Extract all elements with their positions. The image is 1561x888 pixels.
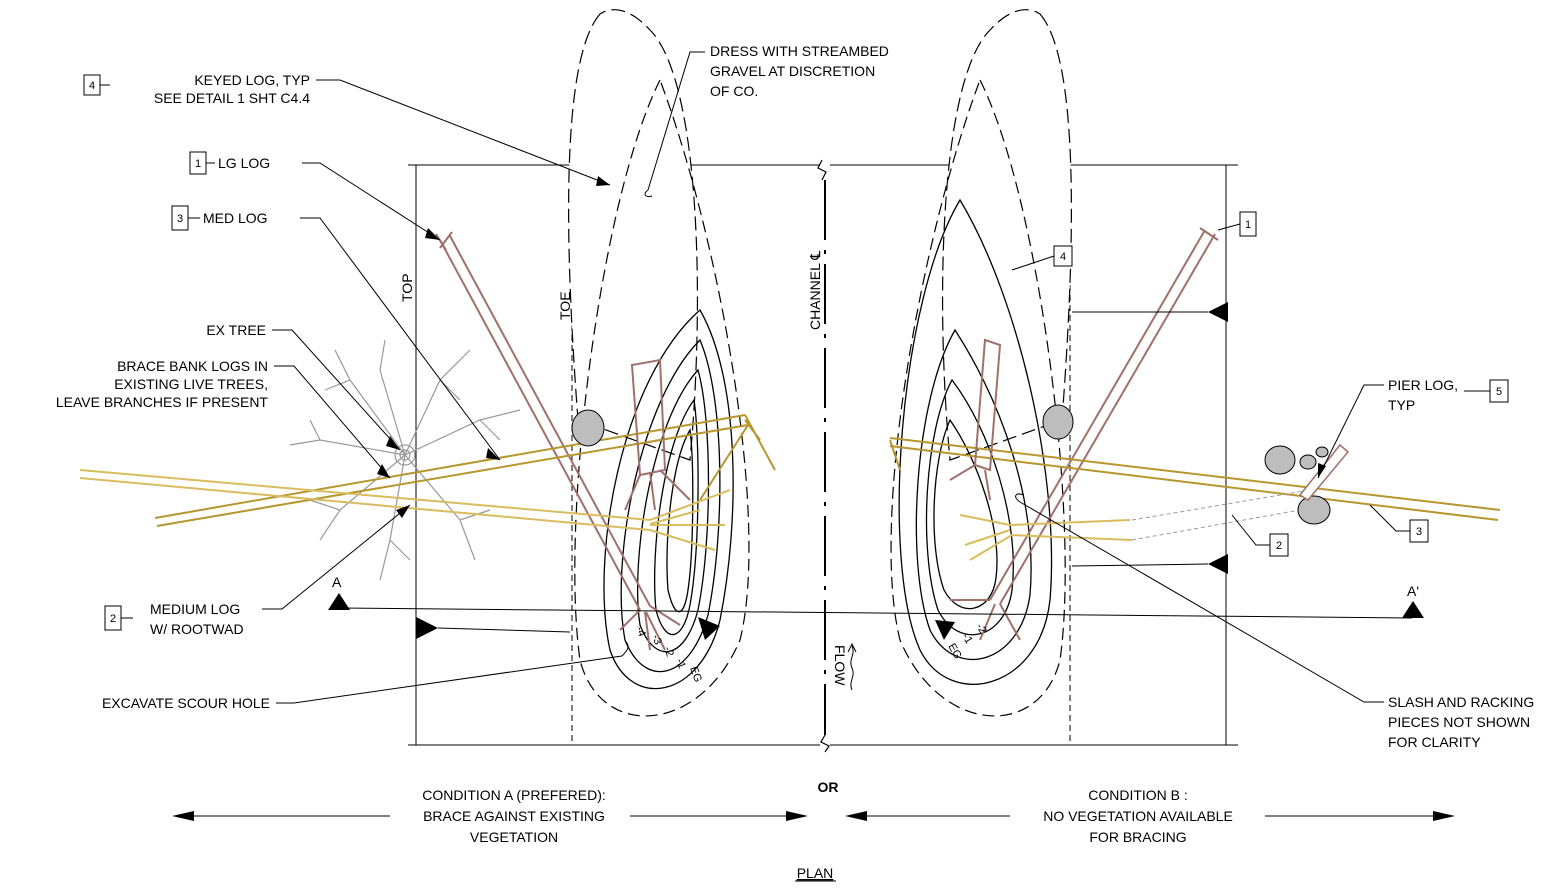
- svg-text:3: 3: [177, 213, 183, 225]
- svg-text:1: 1: [1245, 219, 1251, 231]
- svg-text:VEGETATION: VEGETATION: [470, 829, 558, 845]
- svg-text:W/ ROOTWAD: W/ ROOTWAD: [150, 621, 244, 637]
- callout-ex-tree: EX TREE: [206, 322, 401, 451]
- callout-med-log: 3 MED LOG: [171, 205, 501, 461]
- boulder-left: [571, 409, 605, 447]
- callout-dress: DRESS WITH STREAMBED GRAVEL AT DISCRETIO…: [644, 43, 889, 197]
- tag-right-1: 1: [1217, 211, 1257, 237]
- keyed-log-right: [949, 338, 1002, 501]
- contour-labels-left: -4 -3 -2 -1 EG: [633, 625, 704, 684]
- medium-log-left: [154, 414, 776, 527]
- svg-text:FLOW: FLOW: [832, 645, 848, 686]
- svg-text:4: 4: [1060, 251, 1066, 263]
- callout-brace: BRACE BANK LOGS IN EXISTING LIVE TREES, …: [56, 358, 391, 479]
- gravel-dressing-left: [568, 9, 699, 461]
- keyed-log-left: [624, 358, 691, 511]
- svg-text:2: 2: [1276, 540, 1282, 552]
- rootwad-log-left: [79, 469, 731, 551]
- svg-text:2: 2: [110, 613, 116, 625]
- svg-text:BRACE BANK LOGS IN: BRACE BANK LOGS IN: [117, 358, 268, 374]
- callout-pier-log: PIER LOG, TYP 5: [1317, 377, 1509, 479]
- large-log-right: [950, 227, 1219, 641]
- svg-text:NO VEGETATION AVAILABLE: NO VEGETATION AVAILABLE: [1043, 808, 1233, 824]
- channel-centerline: [817, 159, 830, 753]
- contour-labels-right: EG -1 -2: [945, 622, 988, 662]
- scour-contours-right: [890, 78, 1066, 717]
- tag-right-4: 4: [1011, 245, 1073, 271]
- svg-text:SLASH AND RACKING: SLASH AND RACKING: [1388, 694, 1534, 710]
- svg-text:-2: -2: [661, 645, 676, 658]
- toe-label: TOE: [557, 291, 573, 320]
- callout-lg-log: 1 LG LOG: [189, 151, 441, 241]
- medium-log-right: [889, 437, 1501, 521]
- svg-text:FOR CLARITY: FOR CLARITY: [1388, 734, 1481, 750]
- svg-text:EX TREE: EX TREE: [206, 322, 266, 338]
- svg-text:MEDIUM LOG: MEDIUM LOG: [150, 601, 240, 617]
- tag-right-3: 3: [1369, 504, 1429, 543]
- or-label: OR: [818, 779, 839, 795]
- large-log-left: [435, 231, 681, 651]
- svg-text:3: 3: [1416, 526, 1422, 538]
- flow-indicator: FLOW: [832, 642, 857, 691]
- section-a-label: A: [332, 574, 342, 590]
- callout-slash: SLASH AND RACKING PIECES NOT SHOWN FOR C…: [1015, 493, 1534, 750]
- svg-text:-4: -4: [633, 625, 648, 638]
- svg-text:MED LOG: MED LOG: [203, 210, 268, 226]
- svg-text:-1: -1: [673, 657, 688, 670]
- callout-medium-log: 2 MEDIUM LOG W/ ROOTWAD: [104, 504, 411, 637]
- log-end-markers: [416, 302, 1228, 640]
- svg-text:KEYED LOG, TYP: KEYED LOG, TYP: [194, 72, 310, 88]
- svg-text:SEE DETAIL 1 SHT C4.4: SEE DETAIL 1 SHT C4.4: [154, 90, 310, 106]
- svg-text:FOR BRACING: FOR BRACING: [1089, 829, 1186, 845]
- svg-text:OF CO.: OF CO.: [710, 83, 758, 99]
- callout-keyed-log: 4 KEYED LOG, TYP SEE DETAIL 1 SHT C4.4: [83, 72, 611, 186]
- svg-text:-1: -1: [959, 632, 974, 646]
- svg-text:CONDITION A (PREFERED):: CONDITION A (PREFERED):: [422, 787, 606, 803]
- svg-text:-3: -3: [649, 633, 664, 646]
- callout-scour-hole: EXCAVATE SCOUR HOLE: [102, 641, 629, 711]
- svg-text:EXISTING LIVE TREES,: EXISTING LIVE TREES,: [114, 376, 268, 392]
- svg-text:TYP: TYP: [1388, 397, 1415, 413]
- svg-text:5: 5: [1496, 386, 1502, 398]
- svg-text:EG: EG: [687, 665, 704, 684]
- svg-text:GRAVEL AT DISCRETION: GRAVEL AT DISCRETION: [710, 63, 875, 79]
- section-a-prime-label: A': [1407, 583, 1419, 599]
- tag-right-2: 2: [1231, 514, 1289, 557]
- section-line: A A': [328, 574, 1424, 619]
- existing-tree: [289, 339, 521, 581]
- condition-a: CONDITION A (PREFERED): BRACE AGAINST EX…: [172, 787, 808, 845]
- top-label: TOP: [399, 273, 415, 302]
- pier-log-cluster: [1264, 443, 1350, 525]
- view-title: PLAN: [797, 865, 834, 881]
- bank-lines: [408, 164, 1238, 746]
- svg-text:PIER LOG,: PIER LOG,: [1388, 377, 1458, 393]
- svg-text:BRACE AGAINST EXISTING: BRACE AGAINST EXISTING: [423, 808, 605, 824]
- rootwad-log-right: [959, 514, 1133, 561]
- svg-text:LG LOG: LG LOG: [218, 155, 270, 171]
- boulder-right: [1042, 404, 1074, 440]
- svg-text:4: 4: [89, 80, 95, 92]
- channel-label: CHANNEL ℄: [807, 251, 823, 330]
- svg-text:PIECES NOT SHOWN: PIECES NOT SHOWN: [1388, 714, 1530, 730]
- svg-text:1: 1: [195, 158, 201, 170]
- svg-text:LEAVE BRANCHES IF PRESENT: LEAVE BRANCHES IF PRESENT: [56, 394, 269, 410]
- svg-text:DRESS WITH STREAMBED: DRESS WITH STREAMBED: [710, 43, 889, 59]
- condition-b: CONDITION B : NO VEGETATION AVAILABLE FO…: [845, 787, 1455, 845]
- svg-text:EXCAVATE SCOUR HOLE: EXCAVATE SCOUR HOLE: [102, 695, 270, 711]
- gravel-dressing-right: [941, 9, 1072, 461]
- svg-text:CONDITION B :: CONDITION B :: [1088, 787, 1188, 803]
